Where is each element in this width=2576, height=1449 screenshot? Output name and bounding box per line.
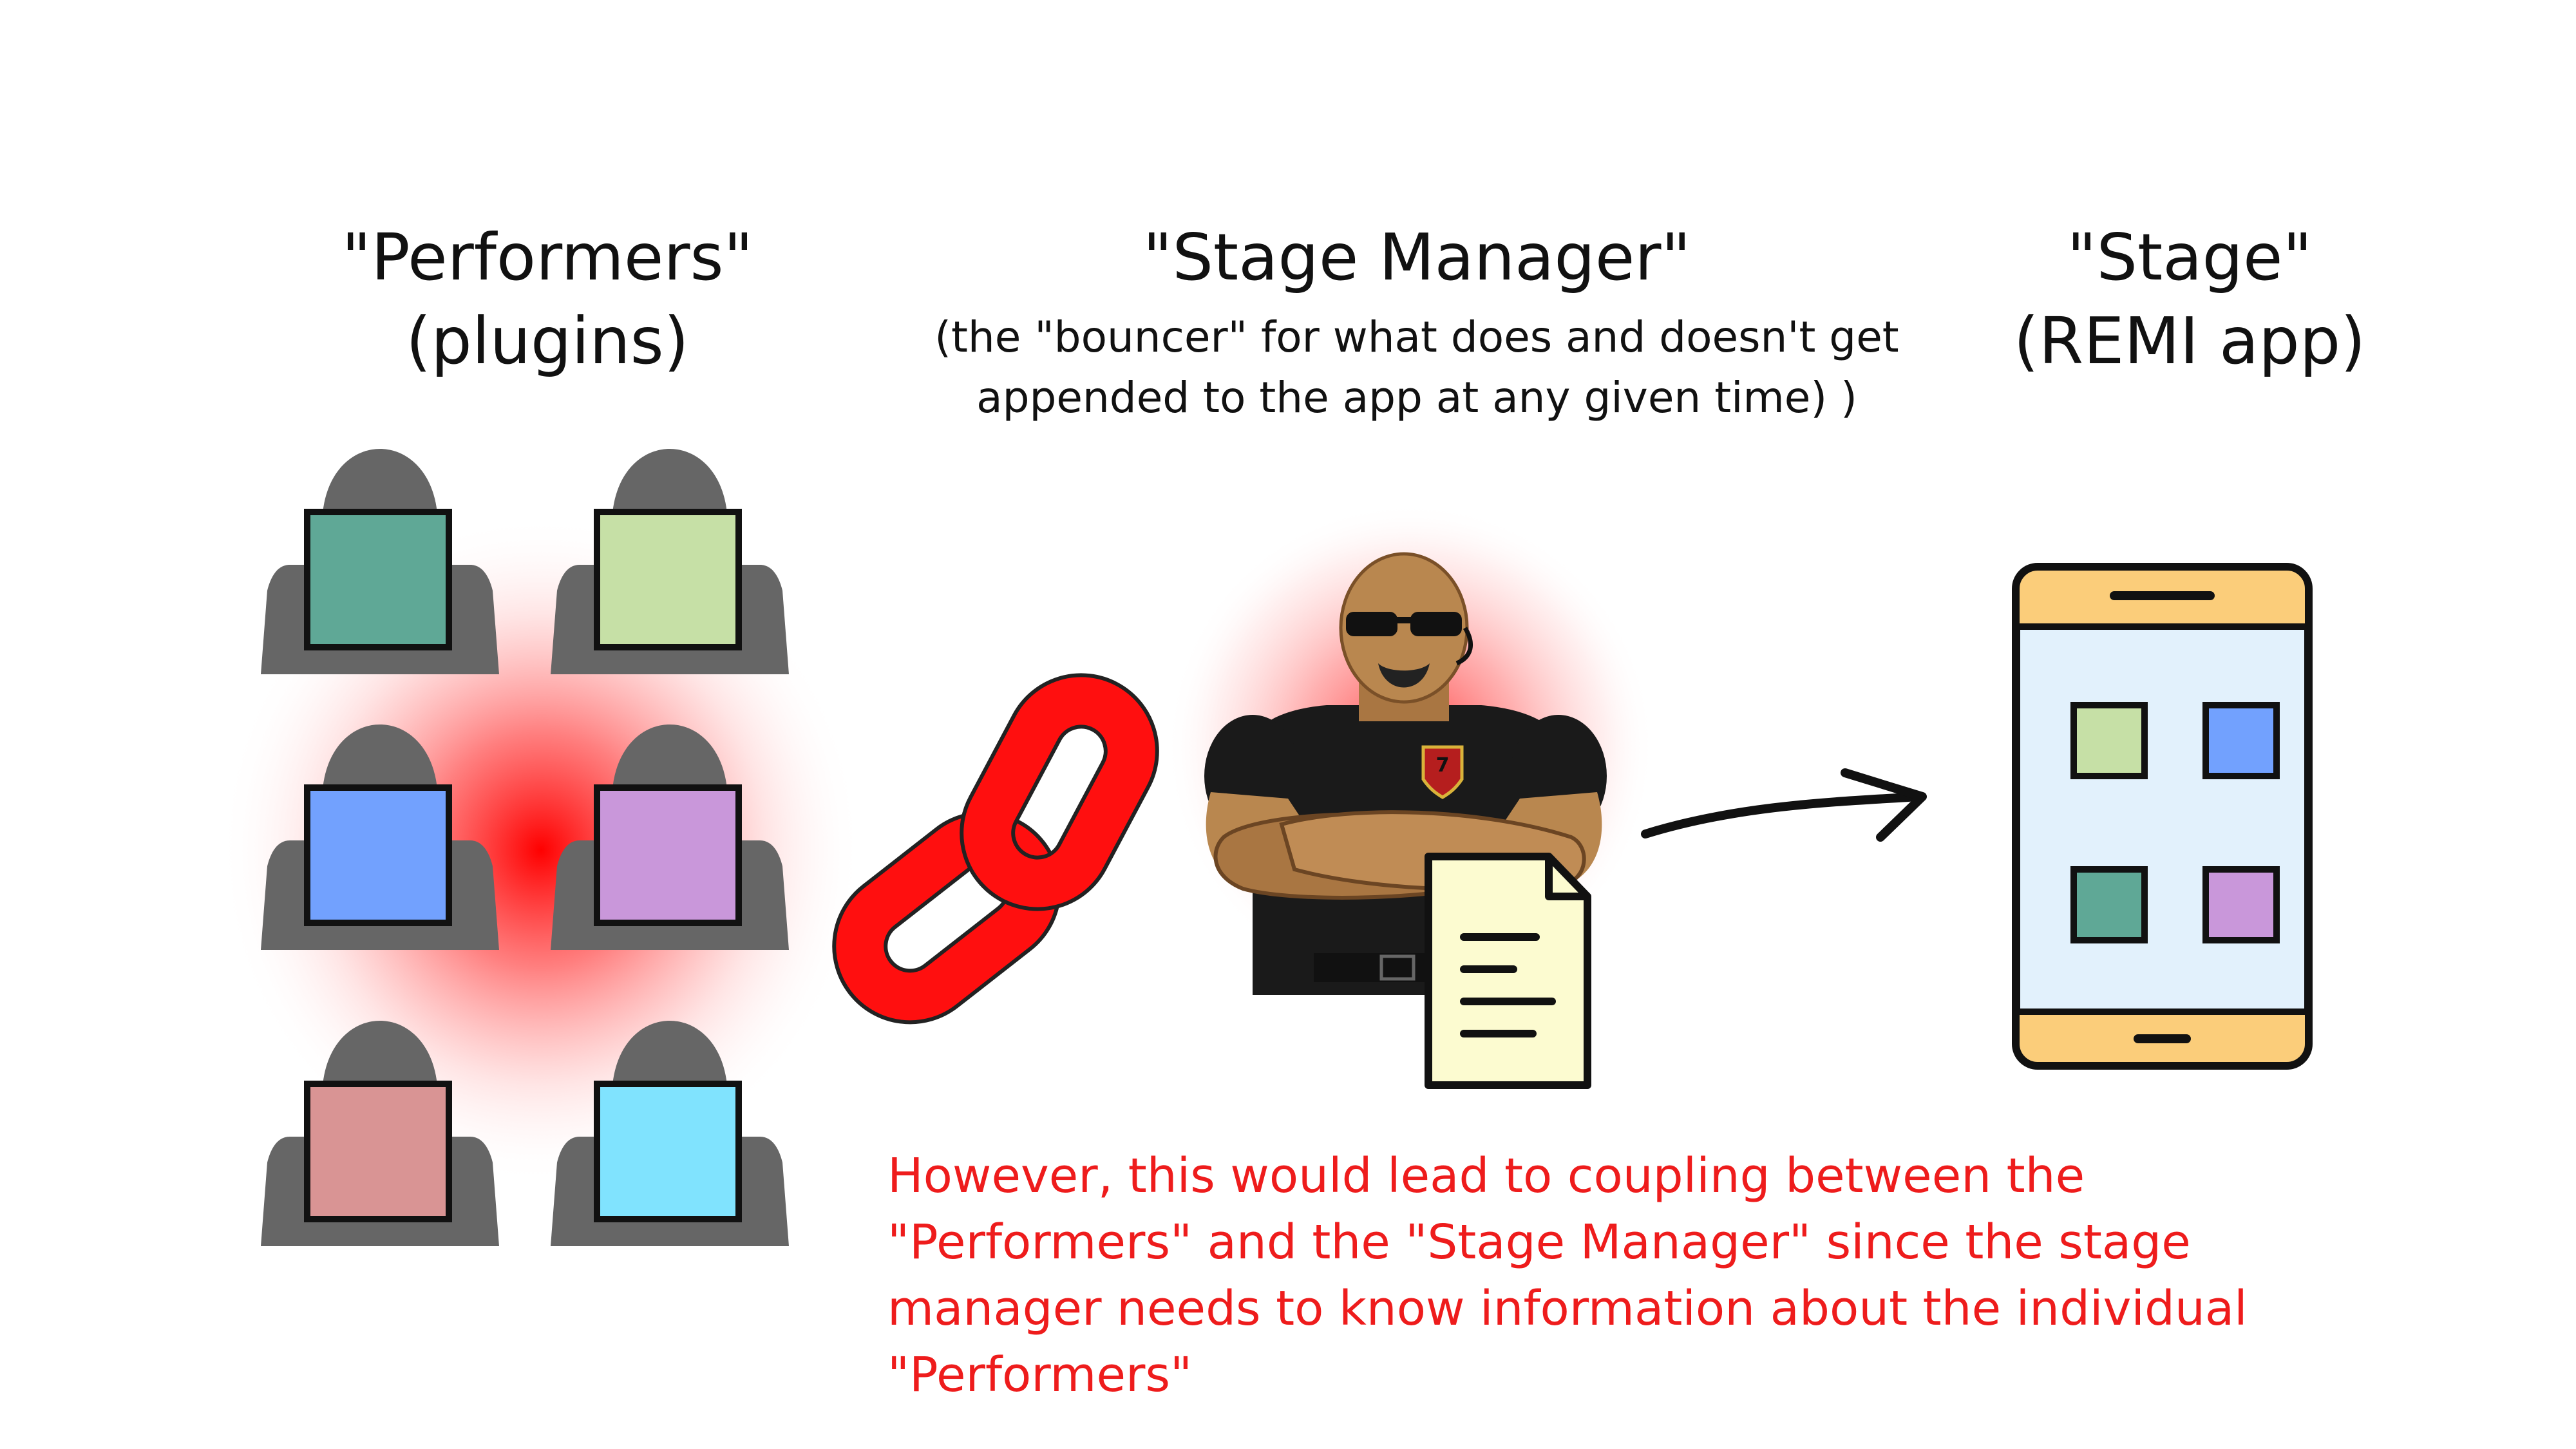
performers-heading: "Performers" (plugins) bbox=[290, 216, 805, 383]
stage-manager-heading: "Stage Manager" (the "bouncer" for what … bbox=[837, 216, 1996, 428]
performers-glow bbox=[219, 515, 863, 1185]
laptop-screen bbox=[594, 1081, 742, 1222]
coupling-warning: However, this would lead to coupling bet… bbox=[887, 1148, 2248, 1403]
arrow-right-icon bbox=[1641, 768, 1927, 842]
app-tile bbox=[2202, 702, 2280, 779]
performer-icon bbox=[261, 449, 499, 674]
performers-subtitle: (plugins) bbox=[406, 303, 689, 379]
stage-heading: "Stage" (REMI app) bbox=[1932, 216, 2447, 383]
laptop-screen bbox=[304, 784, 452, 926]
performers-grid bbox=[261, 449, 789, 1246]
performer-icon bbox=[261, 1021, 499, 1246]
stage-manager-note-line1: (the "bouncer" for what does and doesn't… bbox=[934, 312, 1899, 362]
performers-title: "Performers" bbox=[341, 220, 753, 295]
document-icon bbox=[1425, 853, 1591, 1089]
svg-text:7: 7 bbox=[1436, 754, 1450, 777]
laptop-screen bbox=[304, 509, 452, 650]
performer-icon bbox=[551, 449, 789, 674]
performer-icon bbox=[551, 1021, 789, 1246]
performer-icon bbox=[261, 724, 499, 950]
stage-subtitle: (REMI app) bbox=[2013, 303, 2366, 379]
chain-link-icon bbox=[832, 673, 1159, 1025]
app-tile bbox=[2202, 866, 2280, 943]
laptop-screen bbox=[594, 784, 742, 926]
stage-title: "Stage" bbox=[2067, 220, 2313, 295]
app-tile bbox=[2070, 702, 2148, 779]
stage-manager-note-line2: appended to the app at any given time) ) bbox=[976, 373, 1857, 422]
phone-icon bbox=[2012, 563, 2313, 1070]
stage-manager-note: (the "bouncer" for what does and doesn't… bbox=[837, 307, 1996, 428]
laptop-screen bbox=[594, 509, 742, 650]
laptop-screen bbox=[304, 1081, 452, 1222]
app-tile bbox=[2070, 866, 2148, 943]
app-tiles bbox=[2070, 702, 2280, 943]
stage-manager-title: "Stage Manager" bbox=[1142, 220, 1691, 295]
performer-icon bbox=[551, 724, 789, 950]
